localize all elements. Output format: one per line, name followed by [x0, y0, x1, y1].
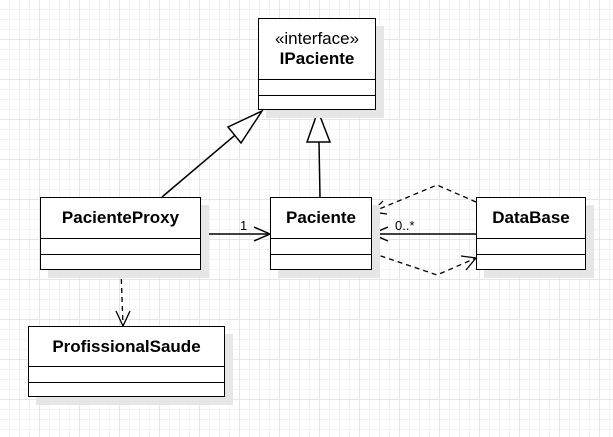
class-ipaciente-name: IPaciente	[279, 49, 355, 68]
class-ipaciente-header: «interface» IPaciente	[259, 19, 375, 80]
class-ipaciente-methods	[259, 96, 375, 109]
class-ipaciente[interactable]: «interface» IPaciente	[258, 18, 376, 110]
realization-arrowhead-proxy-icon	[226, 109, 265, 145]
realization-line-paciente[interactable]	[318, 141, 321, 198]
class-paciente-attributes	[271, 239, 371, 255]
class-pacienteproxy-attributes	[41, 239, 200, 255]
class-profissionalsaude-name: ProfissionalSaude	[52, 336, 201, 356]
class-paciente-methods	[271, 255, 371, 269]
class-pacienteproxy-name: PacienteProxy	[61, 208, 180, 227]
dependency-arrowhead-database-paciente-icon	[370, 200, 388, 215]
class-database[interactable]: DataBase	[476, 197, 586, 270]
class-pacienteproxy[interactable]: PacienteProxy	[40, 197, 201, 270]
dependency-arrowhead-paciente-database-icon	[460, 255, 478, 271]
class-profissionalsaude-methods	[29, 383, 224, 396]
class-profissionalsaude-attributes	[29, 367, 224, 383]
association-arrowhead-database-paciente-icon	[370, 226, 389, 242]
class-database-name: DataBase	[492, 208, 570, 227]
class-ipaciente-attributes	[259, 80, 375, 96]
class-ipaciente-stereotype: «interface»	[274, 29, 360, 48]
dependency-line-database-paciente[interactable]	[371, 184, 477, 213]
dependency-line-paciente-database[interactable]	[371, 252, 477, 276]
realization-line-proxy[interactable]	[161, 124, 248, 198]
class-pacienteproxy-methods	[41, 255, 200, 269]
class-paciente-header: Paciente	[271, 198, 371, 239]
class-profissionalsaude[interactable]: ProfissionalSaude	[28, 326, 225, 397]
class-database-methods	[477, 255, 585, 269]
realization-arrowhead-paciente-icon	[305, 108, 332, 143]
class-database-attributes	[477, 239, 585, 255]
multiplicity-label-proxy-paciente: 1	[240, 218, 248, 233]
class-profissionalsaude-header: ProfissionalSaude	[29, 327, 224, 367]
class-paciente[interactable]: Paciente	[270, 197, 372, 270]
class-paciente-name: Paciente	[286, 208, 356, 227]
class-database-header: DataBase	[477, 198, 585, 239]
multiplicity-label-database-paciente: 0..*	[395, 218, 415, 233]
dependency-line-proxy-profissional[interactable]	[120, 269, 124, 327]
class-pacienteproxy-header: PacienteProxy	[41, 198, 200, 239]
